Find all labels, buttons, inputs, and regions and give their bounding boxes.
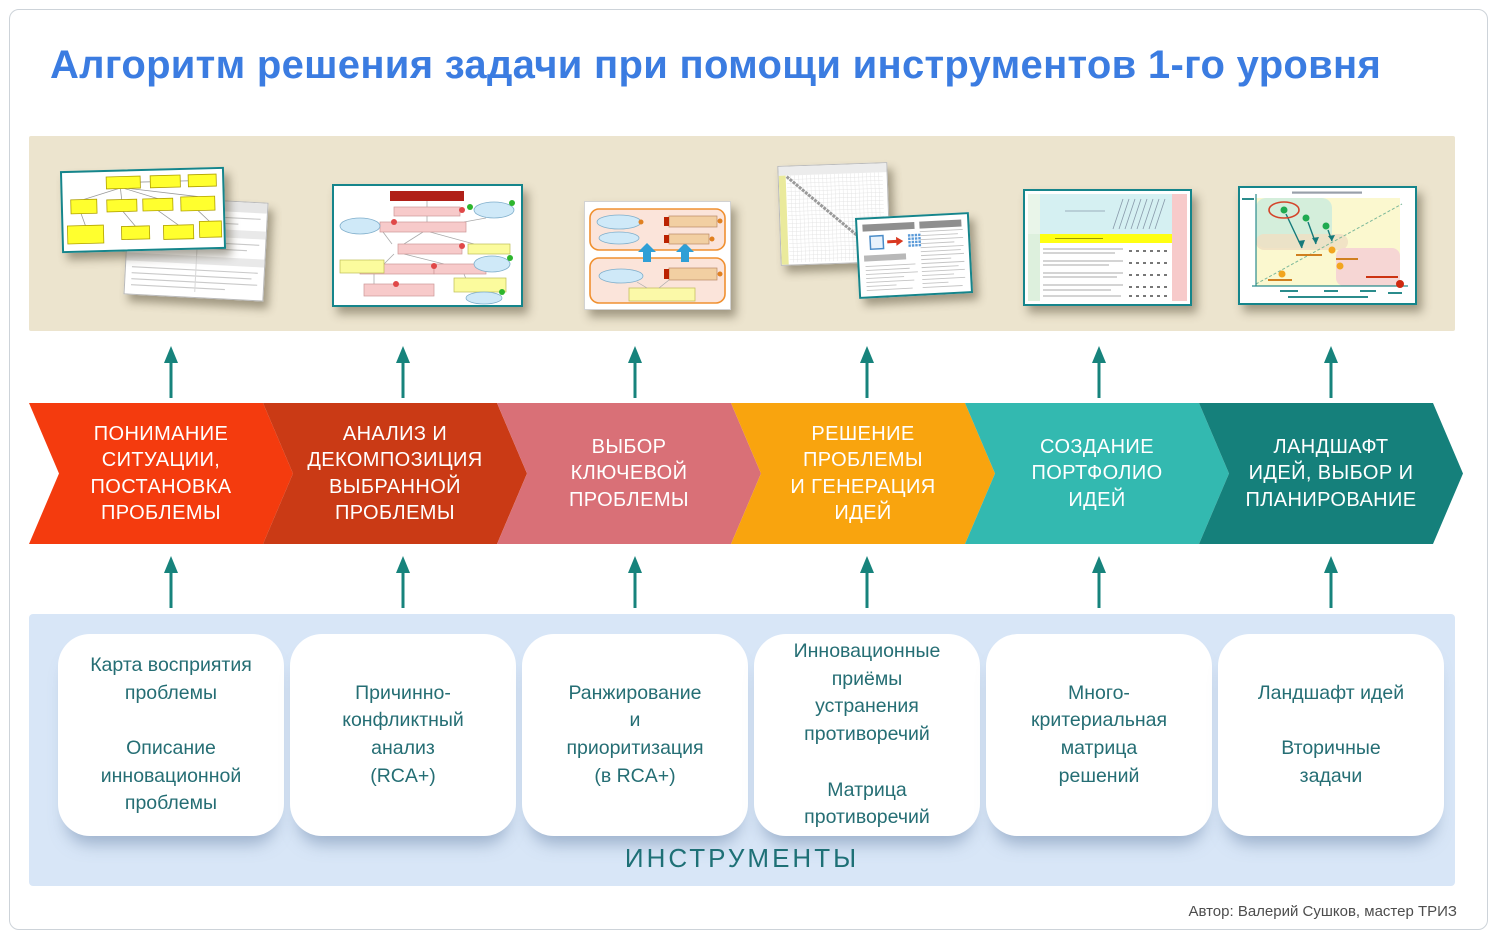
matrix-graphic [778,163,887,265]
tool-cards-row: Карта восприятия проблемы Описание иннов… [55,634,1447,836]
up-arrow-icon [1215,346,1447,398]
stage-idea-portfolio-creation: СОЗДАНИЕ ПОРТФОЛИО ИДЕЙ [965,403,1229,544]
up-arrow-icon [287,346,519,398]
infographic-page: Алгоритм решения задачи при помощи инстр… [9,9,1488,930]
tool-card-cell: Карта восприятия проблемы Описание иннов… [55,634,287,836]
tool-card-rca-analysis: Причинно- конфликтный анализ (RCA+) [290,634,516,836]
perception-map-thumbnail [59,166,227,254]
up-arrow-icon [751,556,983,608]
up-arrow-icon [55,346,287,398]
tool-card-text: Инновационные приёмы устранения противор… [793,640,941,829]
ranking-graphic [589,208,726,304]
stage-label: РЕШЕНИЕ ПРОБЛЕМЫ И ГЕНЕРАЦИЯ ИДЕЙ [790,422,936,524]
stage-label: АНАЛИЗ И ДЕКОМПОЗИЦИЯ ВЫБРАННОЙ ПРОБЛЕМЫ [307,422,483,524]
stage-understanding-situation: ПОНИМАНИЕ СИТУАЦИИ, ПОСТАНОВКА ПРОБЛЕМЫ [29,403,293,544]
tool-card-inventive-principles: Инновационные приёмы устранения противор… [754,634,980,836]
stage-label: ВЫБОР КЛЮЧЕВОЙ ПРОБЛЕМЫ [569,435,689,511]
tool-card-ranking: Ранжирование и приоритизация (в RCA+) [522,634,748,836]
idea-landscape-graphic [1242,191,1408,298]
thumbnail-group-2 [287,136,523,331]
tool-card-cell: Ландшафт идей Вторичные задачи [1215,634,1447,836]
up-arrow-icon [1215,556,1447,608]
thumbnail-group-3 [519,136,751,331]
up-arrow-icon [983,346,1215,398]
stage-key-problem-selection: ВЫБОР КЛЮЧЕВОЙ ПРОБЛЕМЫ [497,403,761,544]
tool-card-multicriteria-matrix: Много- критериальная матрица решений [986,634,1212,836]
up-arrow-icon [983,556,1215,608]
tool-card-cell: Инновационные приёмы устранения противор… [751,634,983,836]
thumbnails-row [55,136,1447,331]
tool-card-idea-landscape: Ландшафт идей Вторичные задачи [1218,634,1444,836]
stage-label: ЛАНДШАФТ ИДЕЙ, ВЫБОР И ПЛАНИРОВАНИЕ [1245,435,1417,511]
up-arrow-icon [55,556,287,608]
thumbnail-group-1 [55,136,287,331]
tool-card-text: Причинно- конфликтный анализ (RCA+) [342,681,464,787]
rca-diagram-thumbnail [332,184,523,307]
arrows-to-stages [55,556,1447,608]
up-arrow-icon [287,556,519,608]
tool-card-text: Карта восприятия проблемы Описание иннов… [90,653,252,815]
rca-diagram-graphic [339,191,515,305]
thumbnail-group-4 [751,136,983,331]
stage-label: СОЗДАНИЕ ПОРТФОЛИО ИДЕЙ [1031,435,1163,511]
decision-matrix-thumbnail [1023,189,1192,306]
tools-panel: Карта восприятия проблемы Описание иннов… [29,614,1455,886]
perception-map-graphic [66,173,223,245]
ranking-thumbnail [584,201,731,310]
up-arrow-icon [751,346,983,398]
page-title: Алгоритм решения задачи при помощи инстр… [50,43,1382,87]
tool-card-text: Ландшафт идей Вторичные задачи [1257,681,1405,787]
up-arrow-icon [519,346,751,398]
arrows-to-examples [55,346,1447,398]
tool-card-cell: Ранжирование и приоритизация (в RCA+) [519,634,751,836]
up-arrow-icon [519,556,751,608]
stage-analysis-decomposition: АНАЛИЗ И ДЕКОМПОЗИЦИЯ ВЫБРАННОЙ ПРОБЛЕМЫ [263,403,527,544]
tool-card-text: Много- критериальная матрица решений [1030,681,1168,787]
decision-matrix-graphic [1028,194,1187,301]
contradiction-matrix-thumbnail [777,162,891,266]
thumbnail-group-6 [1215,136,1447,331]
principles-doc-thumbnail [854,212,974,299]
examples-band [29,136,1455,331]
process-stages: ПОНИМАНИЕ СИТУАЦИИ, ПОСТАНОВКА ПРОБЛЕМЫ … [29,403,1463,544]
tool-card-cell: Причинно- конфликтный анализ (RCA+) [287,634,519,836]
tool-card-text: Ранжирование и приоритизация (в RCA+) [566,681,704,787]
stage-problem-solving-idea-generation: РЕШЕНИЕ ПРОБЛЕМЫ И ГЕНЕРАЦИЯ ИДЕЙ [731,403,995,544]
tools-panel-label: ИНСТРУМЕНТЫ [624,843,860,873]
stage-idea-landscape-planning: ЛАНДШАФТ ИДЕЙ, ВЫБОР И ПЛАНИРОВАНИЕ [1199,403,1463,544]
tool-card-perception-map: Карта восприятия проблемы Описание иннов… [58,634,284,836]
principles-doc-graphic [862,219,966,291]
idea-landscape-thumbnail [1238,186,1417,305]
tool-card-cell: Много- критериальная матрица решений [983,634,1215,836]
author-credit: Автор: Валерий Сушков, мастер ТРИЗ [1188,903,1457,920]
thumbnail-group-5 [983,136,1215,331]
stage-label: ПОНИМАНИЕ СИТУАЦИИ, ПОСТАНОВКА ПРОБЛЕМЫ [90,422,232,524]
